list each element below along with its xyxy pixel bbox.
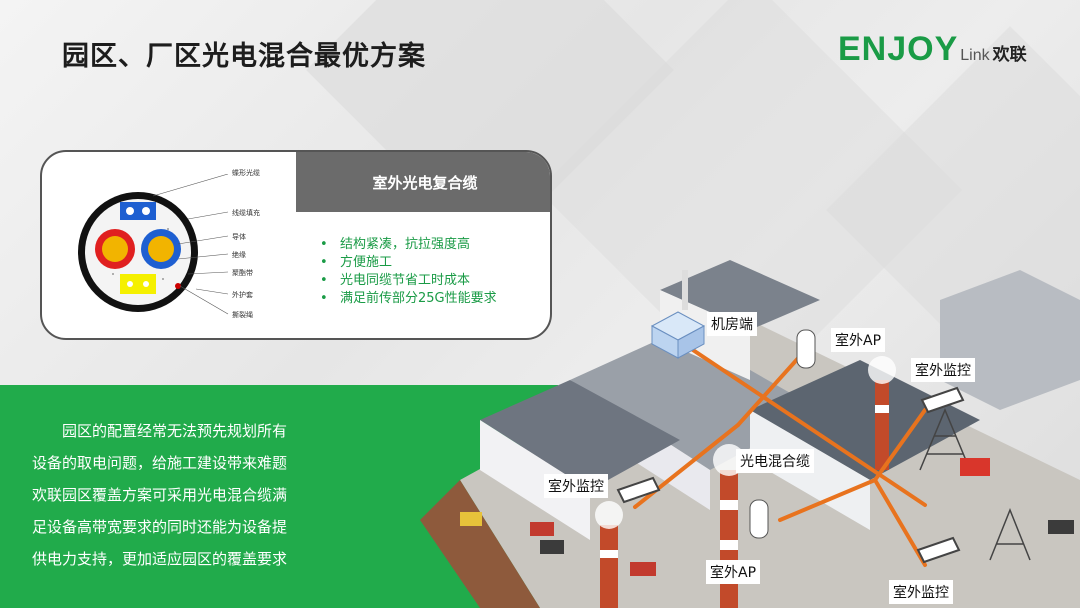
paragraph-line: 欢联园区覆盖方案可采用光电混合缆满 (32, 486, 288, 504)
page-title: 园区、厂区光电混合最优方案 (62, 41, 426, 72)
paragraph-line: 供电力支持，更加适应园区的覆盖要求 (32, 550, 288, 568)
description-paragraph: 园区的配置经常无法预先规划所有 设备的取电问题，给施工建设带来难题 欢联园区覆盖… (32, 415, 342, 575)
card-heading: 室外光电复合缆 (296, 152, 550, 212)
cable-label: 撕裂绳 (232, 311, 253, 319)
label-camera-left: 室外监控 (544, 474, 608, 498)
cable-label: 聚酯带 (232, 269, 253, 277)
cable-cross-section-diagram (78, 174, 229, 315)
paragraph-line: 足设备高带宽要求的同时还能为设备提 (32, 518, 288, 536)
label-hybrid-cable: 光电混合缆 (736, 449, 814, 473)
label-ap-top: 室外AP (831, 328, 886, 352)
logo-brand: ENJOY (838, 30, 959, 68)
label-ap-bottom: 室外AP (706, 560, 761, 584)
paragraph-line: 设备的取电问题，给施工建设带来难题 (32, 454, 288, 472)
cable-label: 外护套 (232, 291, 253, 299)
cable-label: 线缆填充 (232, 209, 260, 217)
brand-logo: ENJOY Link 欢联 (838, 30, 1027, 70)
label-camera-bottom: 室外监控 (889, 580, 953, 604)
feature-list: 结构紧凑，抗拉强度高 方便施工 光电同缆节省工时成本 满足前传部分25G性能要求 (320, 236, 497, 308)
paragraph-line: 园区的配置经常无法预先规划所有 (62, 422, 288, 440)
cable-card: 蝶形光缆 线缆填充 导体 绝缘 聚酯带 外护套 撕裂绳 室外光电复合缆 结构紧凑… (40, 150, 552, 340)
industrial-park-illustration (420, 260, 1080, 608)
feature-item: 满足前传部分25G性能要求 (320, 290, 497, 308)
feature-item: 结构紧凑，抗拉强度高 (320, 236, 497, 254)
server-icon (650, 311, 706, 359)
logo-sub: Link (960, 47, 990, 64)
label-camera-right: 室外监控 (911, 358, 975, 382)
logo-cn: 欢联 (992, 45, 1027, 65)
cable-label: 蝶形光缆 (232, 169, 260, 177)
cable-label: 绝缘 (232, 251, 246, 259)
cable-label: 导体 (232, 233, 246, 241)
feature-item: 光电同缆节省工时成本 (320, 272, 497, 290)
feature-item: 方便施工 (320, 254, 497, 272)
label-machine-room: 机房端 (707, 312, 757, 336)
